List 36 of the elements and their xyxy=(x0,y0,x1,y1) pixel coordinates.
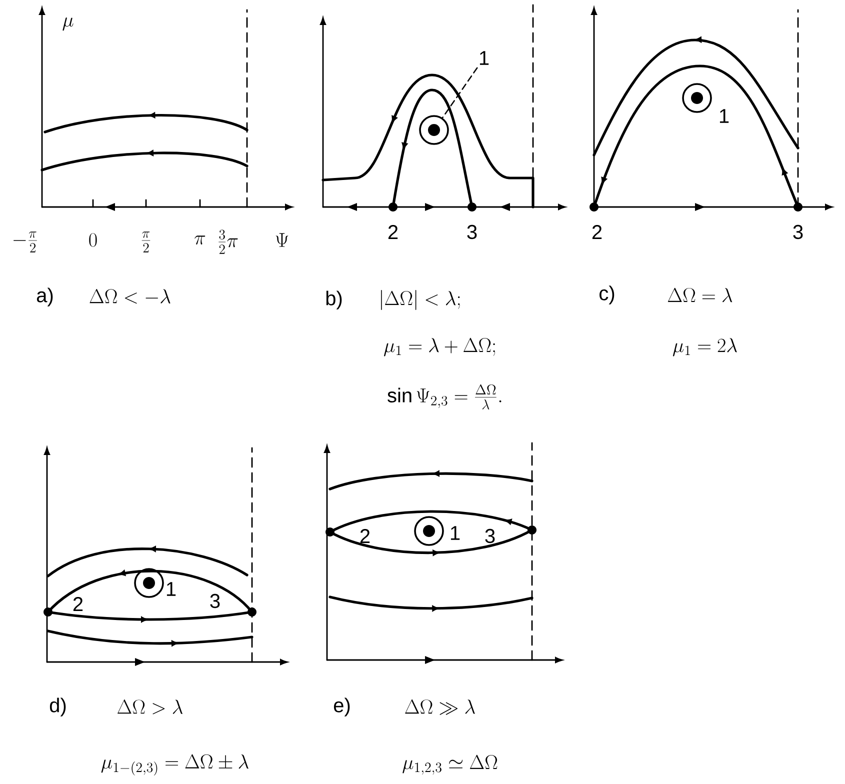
formula-label: $\mu_1 = 2\lambda$ xyxy=(672,338,737,356)
formula-label: $\sin\Psi_{2,3} = \frac{\Delta\Omega}{\lambda}.$ xyxy=(388,384,502,410)
formula-label: $\Delta\Omega < -\lambda$ xyxy=(90,288,170,304)
panel-label: b) xyxy=(326,290,342,310)
formula-label: $\mu_1 = \lambda + \Delta\Omega;$ xyxy=(384,338,495,356)
formula-label: $\Delta\Omega > \lambda$ xyxy=(117,700,183,714)
formula-label: $\Delta\Omega = \lambda$ xyxy=(668,288,732,302)
focus-point xyxy=(419,115,449,145)
point-label: 2 xyxy=(360,529,370,543)
formula-label: $\mu_{1,2,3} \simeq \Delta\Omega$ xyxy=(402,754,498,775)
panel-label: e) xyxy=(334,698,350,716)
point-label: 3 xyxy=(793,224,803,240)
point-label: 3 xyxy=(210,594,220,608)
panel-label: d) xyxy=(50,698,66,716)
point-label: 2 xyxy=(73,597,83,611)
point-label: 1 xyxy=(450,526,460,540)
formula-label: $\frac{\pi}{2}$ xyxy=(142,232,150,252)
point-label: 1 xyxy=(166,582,176,596)
formula-label: $\pi$ xyxy=(194,236,206,244)
formula-label: $\mu_{1-(2,3)} = \Delta\Omega \pm \lambda$ xyxy=(101,754,248,776)
formula-label: $\Psi$ xyxy=(276,233,288,247)
formula-label: $-\frac{\pi}{2}$ xyxy=(14,232,37,252)
point-label: 1 xyxy=(720,109,729,123)
formula-label: $\Delta\Omega \gg \lambda$ xyxy=(405,699,475,715)
leader-line xyxy=(442,67,478,118)
point-label: 3 xyxy=(485,528,495,544)
point-label: 2 xyxy=(592,225,602,239)
formula-label: $\frac{3}{2}\pi$ xyxy=(218,230,238,254)
panel-label: c) xyxy=(600,286,614,304)
formula-label: $\mu$ xyxy=(62,18,74,31)
callout-number: 1 xyxy=(480,51,489,65)
point-label: 3 xyxy=(467,224,477,240)
formula-label: $|\Delta\Omega| < \lambda;$ xyxy=(381,290,460,310)
panel-label: a) xyxy=(36,288,53,306)
point-label: 2 xyxy=(388,225,398,239)
formula-label: $0$ xyxy=(89,233,97,247)
